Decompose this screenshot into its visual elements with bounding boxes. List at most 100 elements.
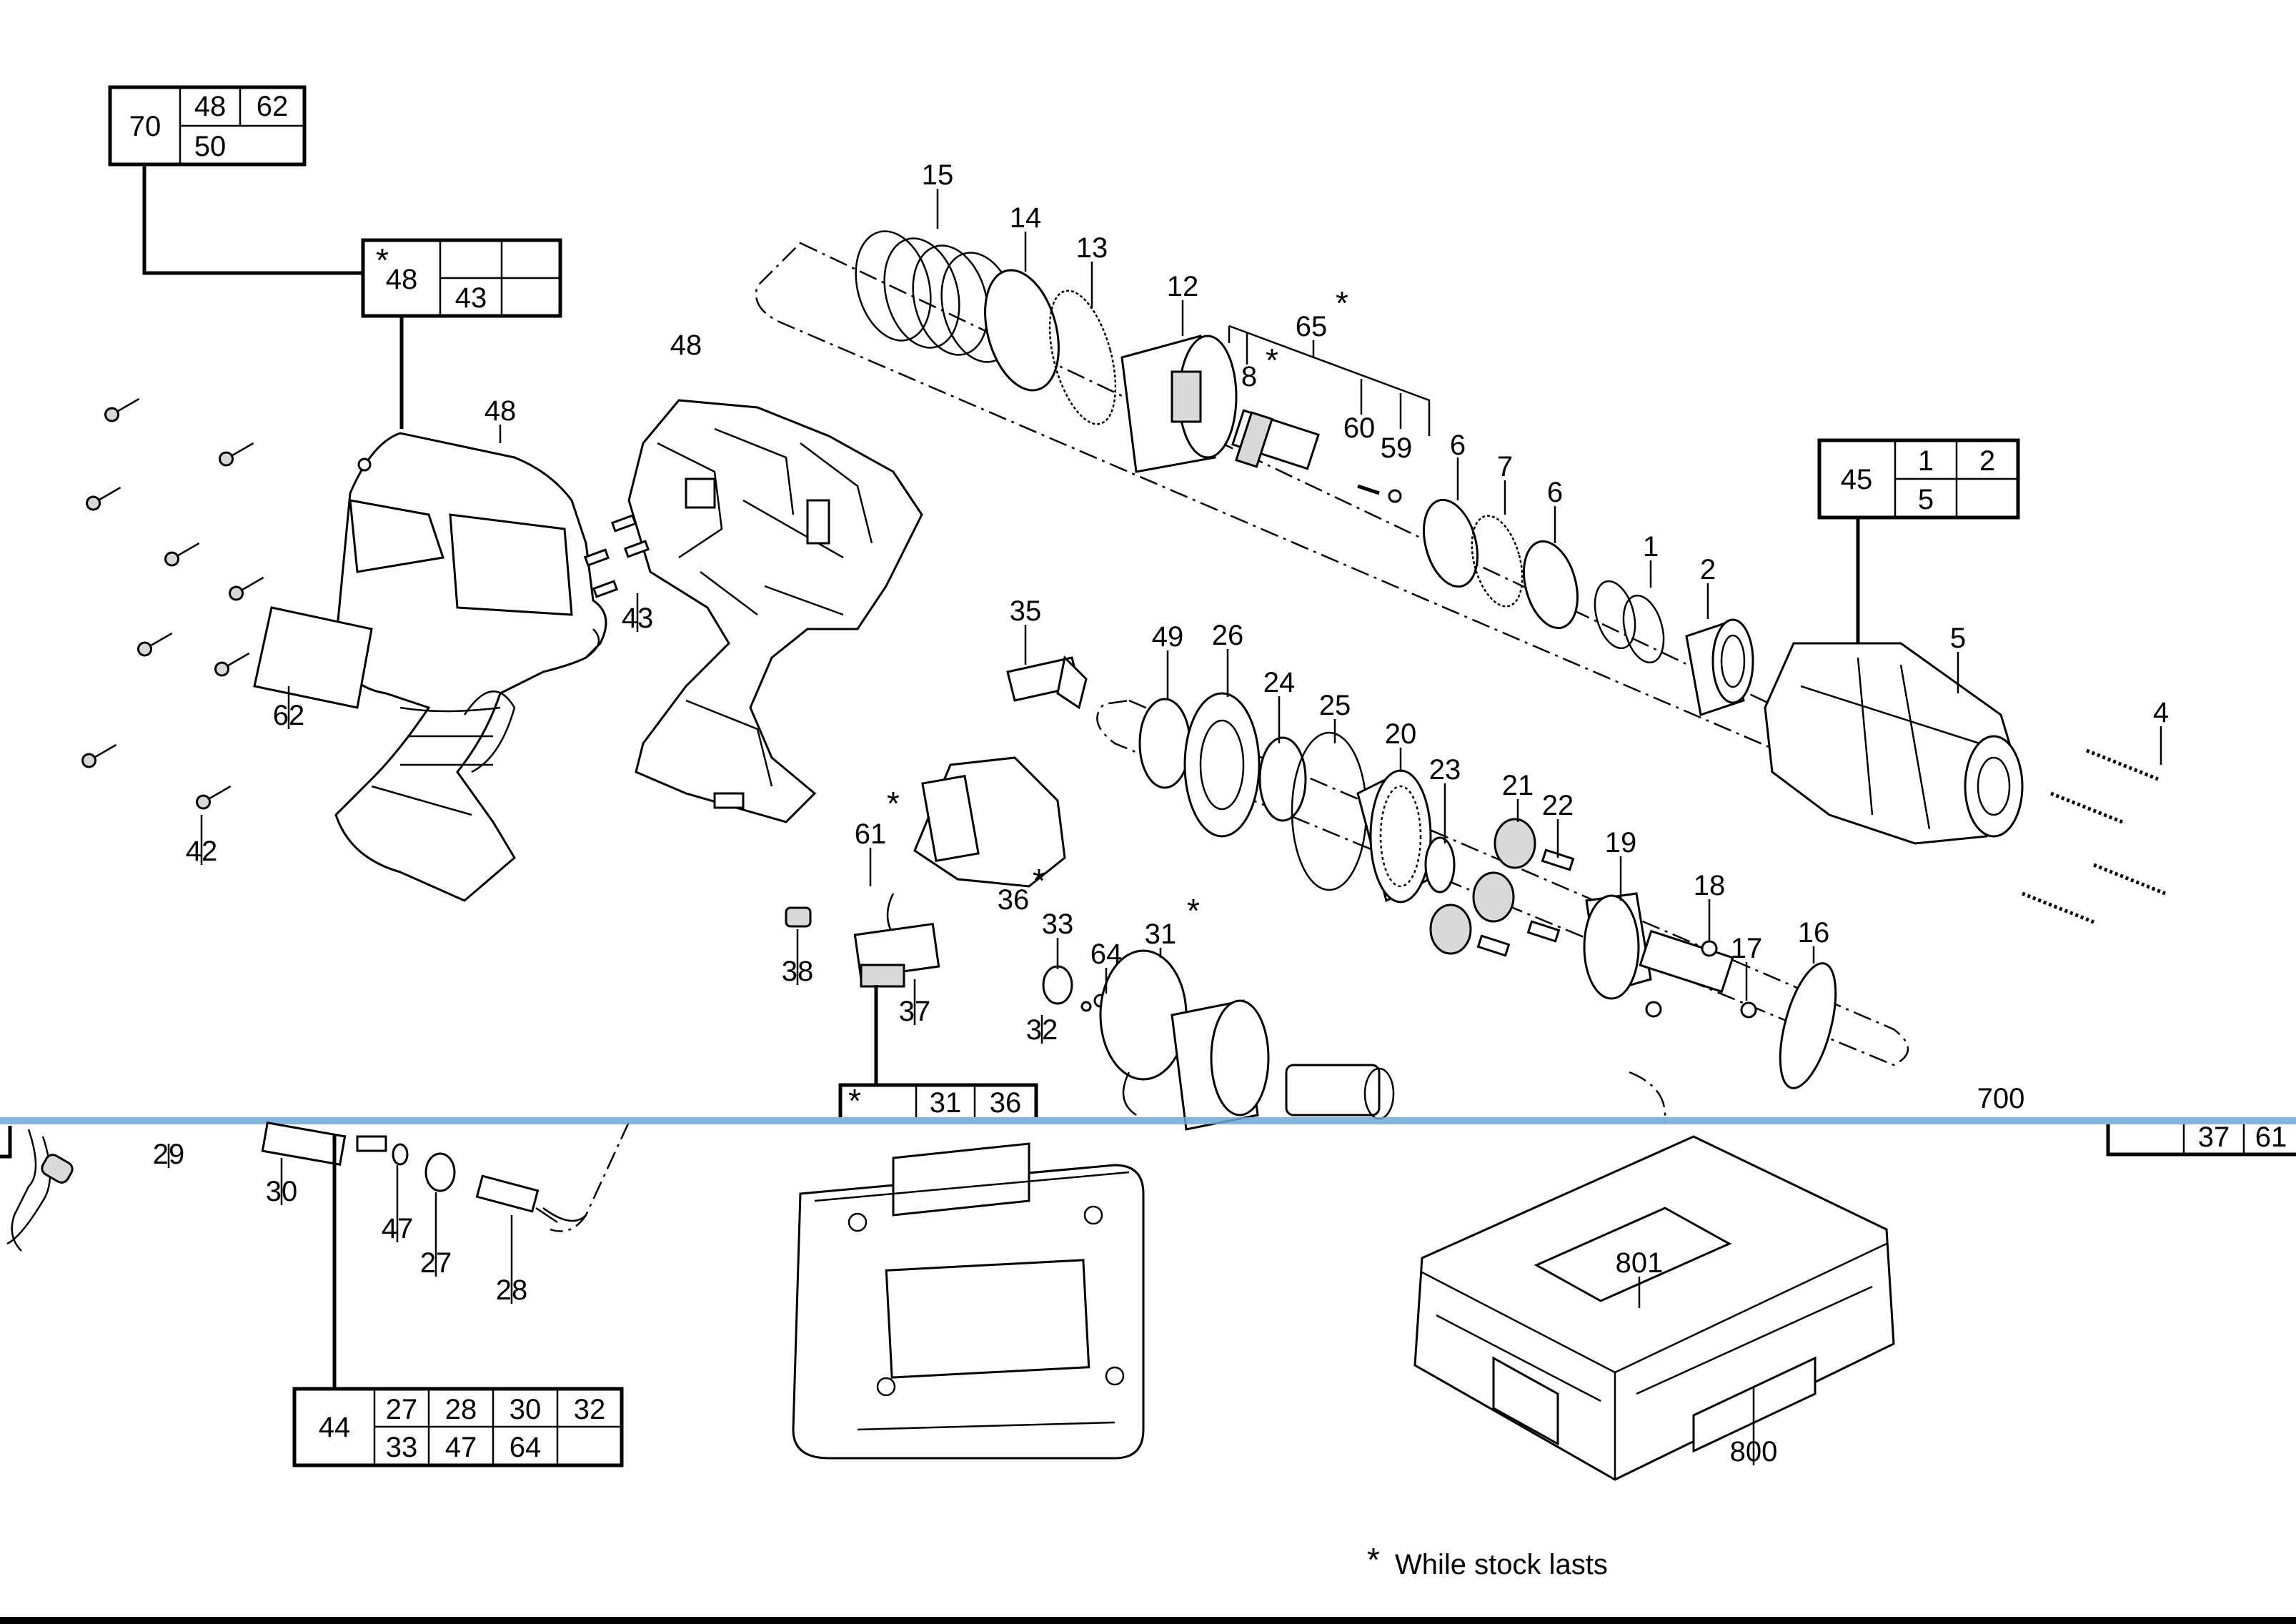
part-number-label: 12	[1167, 271, 1199, 302]
part-number-label: 31	[1145, 919, 1177, 950]
box-70-cell: 62	[257, 91, 289, 122]
box-44-cell: 27	[386, 1394, 418, 1425]
part-number-label: 59	[1381, 432, 1413, 464]
star-31: *	[1187, 892, 1200, 929]
part-number-label: 20	[1385, 718, 1417, 750]
pins-43	[583, 514, 650, 598]
ref-box-44: 44 27 28 30 32 33 47 64	[292, 1387, 624, 1467]
box-45-cell: 1	[1918, 445, 1934, 477]
part-number-label: 49	[1152, 621, 1184, 653]
ring-gear-20	[1356, 769, 1432, 903]
switch-36	[886, 756, 1066, 944]
box-44-cell: 64	[510, 1432, 542, 1463]
bushing-27	[424, 1152, 456, 1192]
washer-6a	[1423, 498, 1479, 588]
ring-gear-26	[1183, 692, 1261, 838]
part-number-label: 16	[1798, 917, 1830, 949]
carrier-19	[1583, 892, 1734, 1000]
part-number-label: 27	[420, 1247, 452, 1279]
part-number-label: 26	[1212, 620, 1244, 651]
part-number-label: 18	[1694, 870, 1726, 901]
part-number-label: 48	[484, 395, 517, 427]
part-number-label: 32	[1026, 1014, 1058, 1046]
part-number-label: 62	[273, 700, 305, 731]
part-number-label: 43	[622, 603, 654, 634]
assembly-outline-motor	[1629, 1071, 1666, 1122]
assembly-outline-lower	[1096, 699, 1909, 1066]
part-number-label: 30	[266, 1176, 298, 1207]
leader-box-70	[142, 164, 363, 275]
motor-rotor	[1285, 1064, 1395, 1120]
box-48-cell: 43	[455, 282, 487, 314]
part-number-label: 21	[1502, 770, 1534, 801]
scan-artifact-band	[0, 1117, 2296, 1124]
housing-right-shell	[627, 399, 923, 823]
switch-tab-35	[1006, 655, 1088, 710]
sleeve-2	[1685, 618, 1754, 716]
part-number-label: 2	[1700, 554, 1716, 585]
part-number-label: 29	[153, 1139, 185, 1170]
part-number-label: 1	[1643, 531, 1659, 563]
box-44-cell: 47	[445, 1432, 477, 1463]
bearing-33	[1042, 965, 1073, 1005]
washer-13	[1048, 289, 1117, 425]
box-right-cell: 37	[2198, 1122, 2230, 1153]
box-48-star: *	[376, 242, 389, 279]
assembly-outline-upper	[755, 242, 1959, 823]
bottom-border	[0, 1617, 2296, 1624]
part-number-label: 33	[1042, 908, 1074, 940]
star-36: *	[1033, 862, 1045, 899]
motor-stator	[1171, 999, 1270, 1131]
systainer-box	[1413, 1135, 1895, 1481]
part-number-label: 61	[855, 818, 887, 850]
box-44-cell: 32	[574, 1394, 606, 1425]
part-number-label: 19	[1605, 827, 1637, 858]
pcb-disk-31	[1099, 949, 1188, 1116]
star-8: *	[1266, 342, 1278, 379]
oring-1a	[1594, 580, 1636, 650]
washer-24	[1258, 736, 1307, 822]
pins-22	[1476, 848, 1575, 957]
box-right-cell: 61	[2255, 1122, 2287, 1153]
ball-extra	[1645, 1001, 1662, 1018]
oring-25	[1291, 731, 1368, 891]
part-number-label: 64	[1090, 939, 1123, 970]
star-65: *	[1336, 284, 1348, 322]
part-number-label: 35	[1010, 595, 1042, 627]
ref-box-right: 37 61	[2106, 1122, 2296, 1157]
box-45-cell: 2	[1979, 445, 1995, 477]
part-number-label: 801	[1616, 1247, 1664, 1279]
ref-box-70: 70 48 62 50	[108, 85, 307, 167]
box-70-cell: 48	[194, 91, 227, 122]
part-number-label: 42	[186, 836, 218, 867]
part-number-label: 15	[922, 159, 954, 191]
part-number-label: 7	[1497, 451, 1513, 482]
footnote-star: *	[1367, 1541, 1380, 1578]
part-number-label: 17	[1731, 933, 1763, 964]
part-number-label: 37	[899, 996, 931, 1027]
part-number-label: 28	[496, 1274, 528, 1306]
bearing-7	[1471, 515, 1524, 608]
washer-6b	[1523, 540, 1579, 630]
ball-59	[1388, 489, 1402, 503]
footnote-text: While stock lasts	[1395, 1549, 1608, 1580]
bracket-65	[1228, 325, 1431, 436]
box-50-star: *	[848, 1082, 861, 1119]
part-number-label: 65	[1296, 311, 1328, 342]
box-50-cell: 31	[930, 1087, 962, 1119]
part-number-label: 8	[1241, 361, 1257, 392]
oring-1b	[1622, 594, 1665, 664]
box-44-cell: 28	[445, 1394, 477, 1425]
carry-case	[792, 1142, 1145, 1460]
assembly-outline-cable	[550, 1122, 630, 1232]
box-44-cell: 30	[510, 1394, 542, 1425]
part-number-label: 38	[782, 956, 814, 987]
bearing-49	[1138, 698, 1191, 789]
part-number-label: 22	[1542, 790, 1574, 821]
part-number-label: 6	[1450, 430, 1466, 461]
box-70-cell: 50	[194, 131, 227, 162]
nose-cover-5	[1764, 642, 2024, 845]
ball-17	[1740, 1001, 1757, 1019]
ref-box-45: 45 1 2 5	[1817, 438, 2020, 520]
